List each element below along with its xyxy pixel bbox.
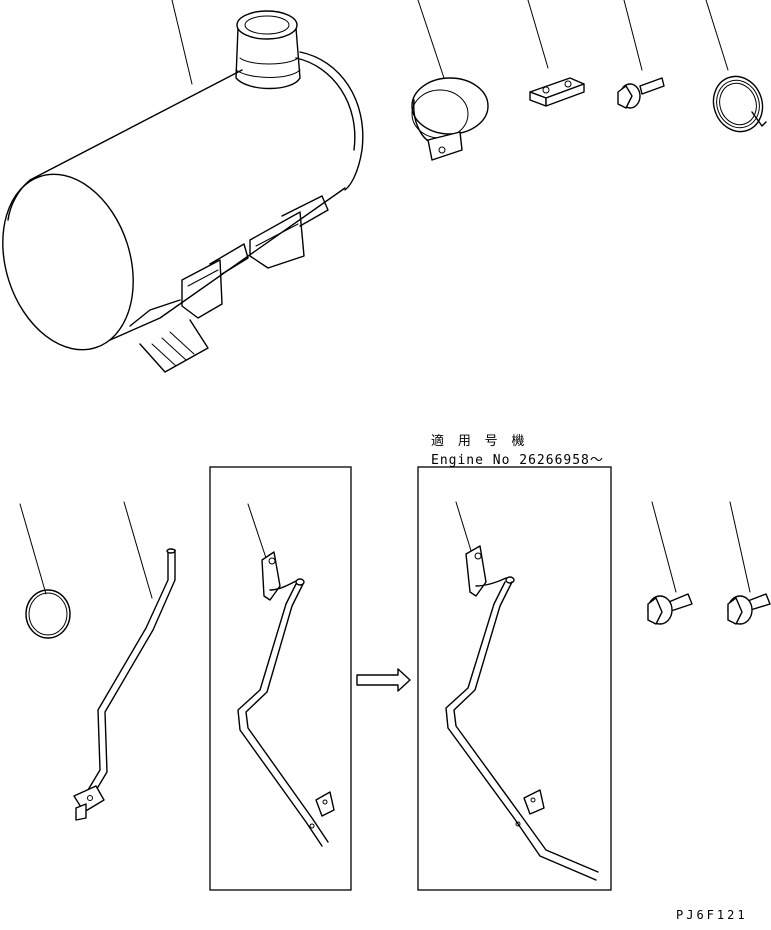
applicability-title: 適 用 号 機: [431, 434, 528, 449]
tube: [73, 501, 176, 821]
spacer-plate: [527, 0, 585, 107]
drawing-code: PJ6F121: [676, 908, 748, 922]
tube-old-variant: [209, 466, 352, 891]
hose-band-clamp: [705, 0, 767, 133]
engine-number-range: Engine No 26266958～: [431, 453, 604, 468]
exhaust-pipe-clamp: [411, 0, 489, 161]
muffler-assembly: [2, 0, 364, 373]
flange-bolt: [617, 0, 665, 109]
o-ring: [19, 503, 71, 639]
supersession-arrow: [356, 668, 411, 692]
bolt-a: [647, 501, 693, 625]
bolt-b: [727, 501, 771, 625]
tube-new-variant: [417, 466, 612, 891]
